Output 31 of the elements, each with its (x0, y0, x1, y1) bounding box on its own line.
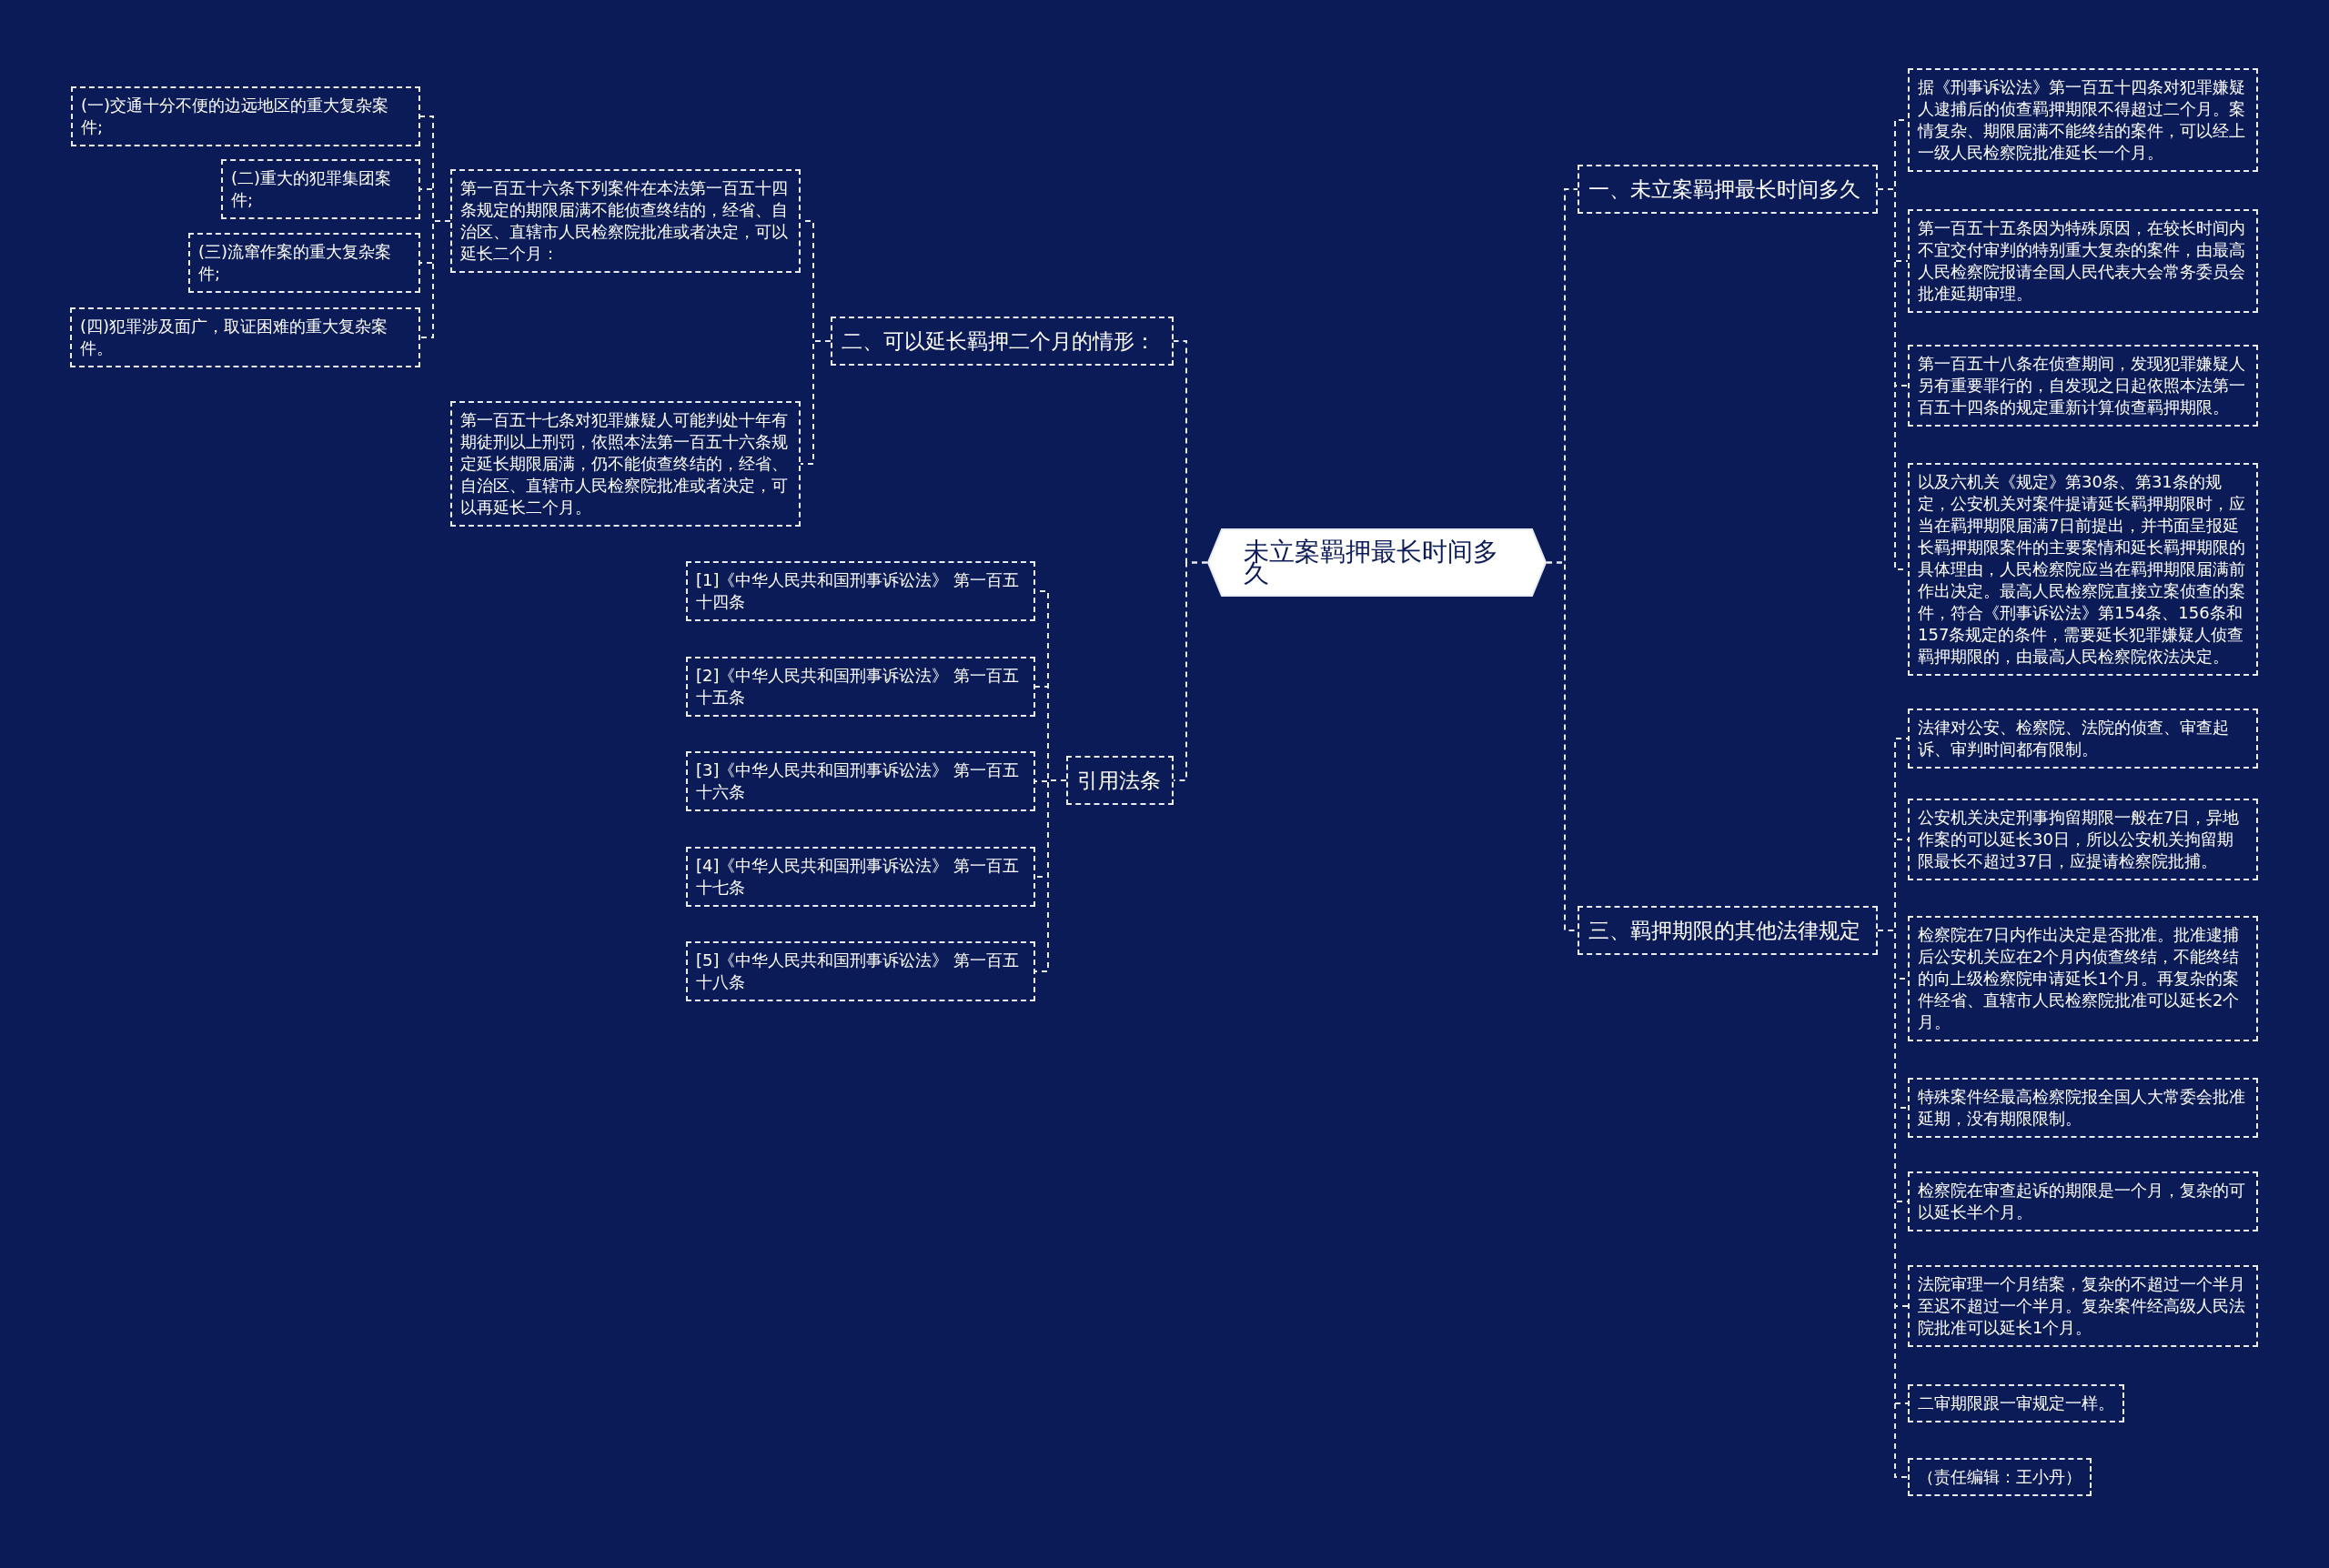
text-box: 第一百五十八条在侦查期间，发现犯罪嫌疑人另有重要罪行的，自发现之日起依照本法第一百五十四条的规定重新计算侦查羁押期限。 (1908, 345, 2258, 427)
topic-box: 二、可以延长羁押二个月的情形： (831, 317, 1174, 366)
text-box: 法院审理一个月结案，复杂的不超过一个半月至迟不超过一个半月。复杂案件经高级人民法院批准可以延长1个月。 (1908, 1265, 2258, 1347)
hexagon-node: 未立案羁押最长时间多久 (1207, 528, 1547, 597)
text-box: 公安机关决定刑事拘留期限一般在7日，异地作案的可以延长30日，所以公安机关拘留期限最长不超过37日，应提请检察院批捕。 (1908, 799, 2258, 880)
text-box: (三)流窜作案的重大复杂案件; (188, 233, 420, 293)
text-box: 以及六机关《规定》第30条、第31条的规定，公安机关对案件提请延长羁押期限时，应当在羁押期限届满7日前提出，并书面呈报延长羁押期限案件的主要案情和延长羁押期限的具体理由，人民检察院应当在羁押期限届满前作出决定。最高人民检察院直接立案侦查的案件，符合《刑事诉讼法》第154条、156条和157条规定的条件，需要延长犯罪嫌疑人侦查羁押期限的，由最高人民检察院依法决定。 (1908, 463, 2258, 676)
text-box: [1]《中华人民共和国刑事诉讼法》 第一百五十四条 (686, 561, 1035, 621)
text-box: (一)交通十分不便的边远地区的重大复杂案件; (71, 86, 420, 146)
text-box: 二审期限跟一审规定一样。 (1908, 1384, 2124, 1422)
text-box: 据《刑事诉讼法》第一百五十四条对犯罪嫌疑人逮捕后的侦查羁押期限不得超过二个月。案情复杂、期限届满不能终结的案件，可以经上一级人民检察院批准延长一个月。 (1908, 68, 2258, 172)
text-box: 第一百五十六条下列案件在本法第一百五十四条规定的期限届满不能侦查终结的，经省、自治区、直辖市人民检察院批准或者决定，可以延长二个月： (450, 169, 801, 273)
topic-box: 一、未立案羁押最长时间多久 (1578, 165, 1878, 214)
topic-box: 三、羁押期限的其他法律规定 (1578, 906, 1878, 955)
text-box: [5]《中华人民共和国刑事诉讼法》 第一百五十八条 (686, 941, 1035, 1001)
text-box: 法律对公安、检察院、法院的侦查、审查起诉、审判时间都有限制。 (1908, 709, 2258, 769)
text-box: [3]《中华人民共和国刑事诉讼法》 第一百五十六条 (686, 751, 1035, 811)
text-box: 第一百五十七条对犯罪嫌疑人可能判处十年有期徒刑以上刑罚，依照本法第一百五十六条规定延长期限届满，仍不能侦查终结的，经省、自治区、直辖市人民检察院批准或者决定，可以再延长二个月。 (450, 401, 801, 527)
text-box: 检察院在7日内作出决定是否批准。批准逮捕后公安机关应在2个月内侦查终结，不能终结的向上级检察院申请延长1个月。再复杂的案件经省、直辖市人民检察院批准可以延长2个月。 (1908, 916, 2258, 1041)
connector-line (1034, 779, 1067, 972)
text-box: [4]《中华人民共和国刑事诉讼法》 第一百五十七条 (686, 847, 1035, 907)
topic-box: 引用法条 (1066, 756, 1174, 805)
connector-line (800, 340, 832, 465)
text-box: [2]《中华人民共和国刑事诉讼法》 第一百五十五条 (686, 657, 1035, 717)
connector-line (419, 220, 451, 338)
text-box: 检察院在审查起诉的期限是一个月，复杂的可以延长半个月。 (1908, 1171, 2258, 1231)
text-box: (二)重大的犯罪集团案件; (221, 159, 420, 219)
text-box: 特殊案件经最高检察院报全国人大常委会批准延期，没有期限限制。 (1908, 1078, 2258, 1138)
text-box: （责任编辑：王小丹） (1908, 1458, 2092, 1496)
text-box: (四)犯罪涉及面广，取证困难的重大复杂案件。 (70, 307, 420, 367)
text-box: 第一百五十五条因为特殊原因，在较长时间内不宜交付审判的特别重大复杂的案件，由最高人民检察院报请全国人民代表大会常务委员会批准延期审理。 (1908, 209, 2258, 313)
